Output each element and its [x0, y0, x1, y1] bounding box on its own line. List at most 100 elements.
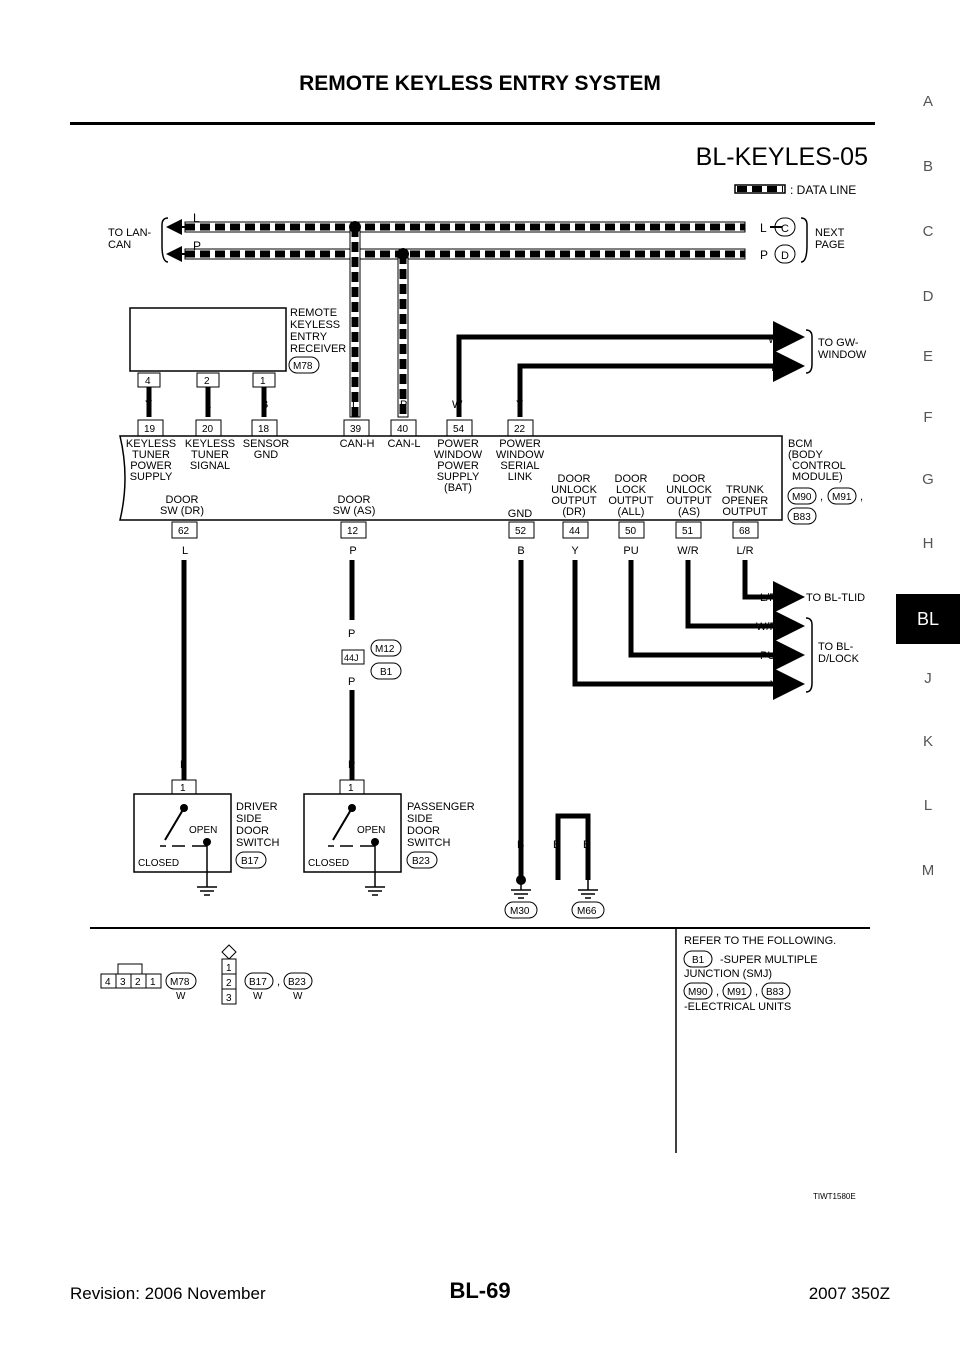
svg-text:1: 1	[180, 783, 186, 794]
side-index-m[interactable]: M	[921, 862, 935, 879]
svg-text:P: P	[400, 399, 407, 411]
svg-text:L/R: L/R	[760, 592, 777, 604]
svg-text:L/R: L/R	[736, 545, 753, 557]
svg-text:(DR): (DR)	[562, 506, 585, 518]
svg-text:OUTPUT: OUTPUT	[551, 495, 597, 507]
side-index-e[interactable]: E	[922, 348, 933, 365]
svg-text:4: 4	[105, 977, 111, 988]
svg-text:M30: M30	[510, 906, 530, 917]
svg-text:SW (AS): SW (AS)	[333, 505, 376, 517]
reference-code: TIWT1580E	[813, 1192, 856, 1201]
svg-text:WINDOW: WINDOW	[434, 449, 483, 461]
svg-text:B: B	[261, 399, 268, 411]
side-index-d[interactable]: D	[922, 288, 934, 305]
svg-text:20: 20	[202, 424, 214, 435]
svg-text:2: 2	[204, 376, 210, 387]
svg-text:,: ,	[820, 491, 823, 503]
svg-text:,: ,	[860, 491, 863, 503]
legend-text: : DATA LINE	[790, 183, 856, 197]
can-line-p: P P D	[166, 239, 796, 264]
svg-text:M66: M66	[577, 906, 597, 917]
svg-text:REFER TO THE FOLLOWING.: REFER TO THE FOLLOWING.	[684, 935, 836, 947]
svg-text:Y: Y	[145, 399, 153, 411]
to-lan-2: CAN	[108, 239, 131, 251]
svg-text:TUNER: TUNER	[132, 449, 170, 461]
svg-text:TO BL-TLID: TO BL-TLID	[806, 592, 865, 604]
svg-text:D/LOCK: D/LOCK	[818, 653, 860, 665]
svg-text:SWITCH: SWITCH	[236, 837, 279, 849]
side-index-b[interactable]: B	[922, 158, 933, 175]
svg-text:DOOR: DOOR	[615, 473, 648, 485]
svg-text:2: 2	[226, 978, 232, 989]
side-index-l[interactable]: L	[923, 797, 933, 814]
svg-text:SIDE: SIDE	[236, 813, 262, 825]
svg-text:2: 2	[135, 977, 141, 988]
side-index-bl[interactable]: BL	[896, 594, 960, 644]
side-index-j[interactable]: J	[924, 670, 932, 687]
footer-page-number: BL-69	[449, 1278, 511, 1303]
svg-text:68: 68	[739, 526, 751, 537]
side-index-k[interactable]: K	[922, 733, 933, 750]
svg-text:M91: M91	[832, 492, 852, 503]
can-line-l: L L C	[166, 211, 796, 237]
svg-text:P: P	[349, 545, 356, 557]
svg-text:CLOSED: CLOSED	[138, 858, 179, 869]
side-index-a[interactable]: A	[922, 93, 933, 110]
bcm-top-pins: 19 20 18 39 40 54 22	[137, 419, 534, 437]
svg-text:DOOR: DOOR	[166, 494, 199, 506]
passenger-door-switch: 1 OPEN CLOSED PASSENGER SIDE DOOR SWITCH…	[303, 779, 475, 896]
svg-text:,: ,	[277, 976, 280, 988]
svg-text:OUTPUT: OUTPUT	[722, 506, 768, 518]
svg-text:WINDOW: WINDOW	[496, 449, 545, 461]
svg-text:-ELECTRICAL UNITS: -ELECTRICAL UNITS	[684, 1001, 791, 1013]
svg-text:SUPPLY: SUPPLY	[130, 471, 173, 483]
side-index-h[interactable]: H	[922, 535, 934, 552]
svg-text:SENSOR: SENSOR	[243, 438, 290, 450]
svg-text:B: B	[517, 545, 524, 557]
side-index-c[interactable]: C	[922, 223, 934, 240]
svg-text:P: P	[348, 628, 355, 640]
svg-text:KEYLESS: KEYLESS	[290, 319, 340, 331]
svg-text:B17: B17	[241, 856, 259, 867]
svg-text:W: W	[768, 334, 779, 346]
p-label-right: P	[760, 248, 768, 262]
footer-model: 2007 350Z	[808, 1284, 890, 1303]
svg-text:OUTPUT: OUTPUT	[666, 495, 712, 507]
svg-text:W: W	[452, 399, 463, 411]
svg-text:W: W	[176, 991, 186, 1002]
svg-text:UNLOCK: UNLOCK	[551, 484, 598, 496]
bcm-module: KEYLESS TUNER POWER SUPPLY KEYLESS TUNER…	[119, 435, 863, 525]
svg-text:OPEN: OPEN	[189, 825, 217, 836]
wiring-diagram: : DATA LINE L L C P P D TO LAN- CAN NEXT…	[90, 183, 870, 1153]
svg-text:(BODY: (BODY	[788, 449, 824, 461]
svg-text:LOCK: LOCK	[616, 484, 647, 496]
svg-text:54: 54	[453, 424, 465, 435]
connector-view-b17-b23: 1 2 3 B17 , B23 W W	[221, 944, 313, 1005]
side-index-f[interactable]: F	[923, 409, 933, 426]
svg-text:,: ,	[716, 986, 719, 998]
svg-text:REMOTE: REMOTE	[290, 307, 337, 319]
svg-text:W: W	[293, 991, 303, 1002]
svg-text:OPENER: OPENER	[722, 495, 769, 507]
svg-text:UNLOCK: UNLOCK	[666, 484, 713, 496]
connector-d: D	[781, 250, 789, 262]
side-index-g[interactable]: G	[922, 471, 934, 488]
svg-text:52: 52	[515, 526, 527, 537]
p-label-left: P	[193, 239, 201, 253]
page-title: REMOTE KEYLESS ENTRY SYSTEM	[299, 72, 661, 95]
svg-text:B23: B23	[288, 977, 306, 988]
title-rule	[70, 122, 875, 125]
connector-view-m78: 4 3 2 1 M78 W	[100, 963, 197, 1002]
svg-text:SIGNAL: SIGNAL	[190, 460, 230, 472]
svg-text:W/R: W/R	[756, 621, 777, 633]
svg-text:18: 18	[258, 424, 270, 435]
svg-text:TRUNK: TRUNK	[726, 484, 765, 496]
svg-text:M90: M90	[688, 987, 708, 998]
to-lan-1: TO LAN-	[108, 227, 152, 239]
svg-text:B83: B83	[766, 987, 784, 998]
svg-text:SUPPLY: SUPPLY	[437, 471, 480, 483]
svg-text:Y: Y	[770, 679, 778, 691]
svg-text:B83: B83	[793, 512, 811, 523]
svg-text:P: P	[348, 676, 355, 688]
svg-text:B23: B23	[412, 856, 430, 867]
